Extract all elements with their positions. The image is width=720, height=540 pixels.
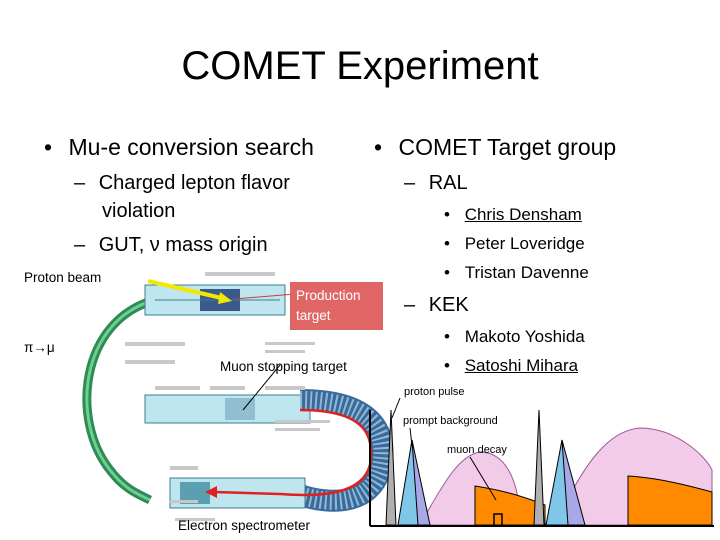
detector-block: [180, 482, 210, 504]
member-name: Tristan Davenne: [464, 263, 589, 282]
dash: –: [74, 172, 86, 194]
electron-spectrometer-label: Electron spectrometer: [178, 518, 311, 533]
left-sub-2-text: GUT, ν mass origin: [98, 234, 268, 256]
bullet-dot: •: [444, 234, 450, 253]
dash: –: [404, 172, 416, 194]
slide-title: COMET Experiment: [181, 44, 539, 88]
ral-heading: – RAL: [404, 172, 468, 195]
proton-beam-label: Proton beam: [24, 270, 102, 285]
bullet-dot: •: [44, 134, 53, 160]
bullet-dot: •: [444, 205, 450, 224]
kek-heading-text: KEK: [428, 294, 469, 316]
member-name: Chris Densham: [464, 205, 582, 224]
stopping-target-block: [225, 398, 255, 420]
production-target-label: Production target: [296, 288, 361, 323]
muon-stopping-target-label: Muon stopping target: [220, 359, 347, 374]
production-target-box: [290, 282, 383, 330]
member-name: Peter Loveridge: [464, 234, 585, 253]
left-sub-1b: violation: [102, 200, 176, 222]
member-name: Makoto Yoshida: [464, 327, 585, 346]
left-sub-1: – Charged lepton flavor: [74, 172, 290, 195]
timing-diagram: [369, 397, 714, 527]
left-sub-1-text: Charged lepton flavor: [98, 172, 290, 194]
electron-track-arrowhead: [205, 486, 217, 498]
left-bullet-text: Mu-e conversion search: [68, 134, 314, 160]
proton-pulse-2: [533, 409, 545, 526]
transport-solenoid-inner: [85, 298, 156, 502]
right-bullet: • COMET Target group: [374, 134, 616, 161]
bullet-dot: •: [444, 356, 450, 375]
left-sub-2: – GUT, ν mass origin: [74, 234, 268, 257]
pi-mu-label: π→μ: [24, 340, 55, 355]
prompt-background-label: prompt background: [403, 415, 498, 427]
proton-pulse-label: proton pulse: [404, 386, 465, 398]
bullet-dot: •: [374, 134, 383, 160]
decay-window-2: [627, 475, 713, 526]
ral-member-2: • Peter Loveridge: [444, 234, 585, 254]
bullet-dot: •: [444, 327, 450, 346]
proton-beam-arrowhead: [218, 292, 232, 304]
member-name: Satoshi Mihara: [464, 356, 579, 375]
right-bullet-text: COMET Target group: [398, 134, 617, 160]
muon-decay-label: muon decay: [447, 444, 507, 456]
gate-marker: [493, 513, 503, 527]
decay-window-1: [474, 485, 546, 526]
left-bullet: • Mu-e conversion search: [44, 134, 314, 161]
dash: –: [404, 294, 416, 316]
kek-member-2: • Satoshi Mihara: [444, 356, 578, 376]
ral-heading-text: RAL: [428, 172, 468, 194]
ral-member-3: • Tristan Davenne: [444, 263, 589, 283]
dash: –: [74, 234, 86, 256]
kek-heading: – KEK: [404, 294, 469, 317]
kek-member-1: • Makoto Yoshida: [444, 327, 585, 347]
proton-beam-arrow: [147, 279, 227, 301]
ral-member-1: • Chris Densham: [444, 205, 582, 225]
bullet-dot: •: [444, 263, 450, 282]
curved-solenoid: [296, 389, 394, 512]
muon-stop-pointer: [242, 364, 281, 411]
